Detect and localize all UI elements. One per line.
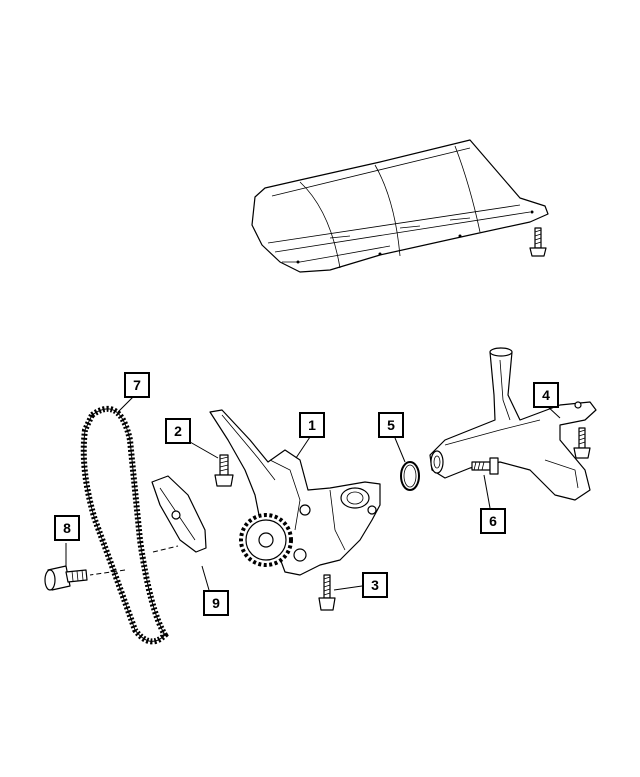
chain-tensioner xyxy=(151,475,207,553)
callout-8: 8 xyxy=(54,515,80,541)
oil-pump xyxy=(209,409,381,576)
callout-9: 9 xyxy=(203,590,229,616)
callout-2: 2 xyxy=(165,418,191,444)
pump-bolt xyxy=(318,574,336,611)
oil-pan-baffle xyxy=(251,139,549,273)
callout-3: 3 xyxy=(362,572,388,598)
callout-4: 4 xyxy=(533,382,559,408)
callout-7: 7 xyxy=(124,372,150,398)
tube-bolt-right xyxy=(573,427,591,459)
tensioner-bolt xyxy=(214,454,234,487)
oil-pump-sprocket xyxy=(239,513,293,567)
baffle-bolt xyxy=(529,227,547,257)
callout-5: 5 xyxy=(378,412,404,438)
o-ring xyxy=(400,461,420,491)
oil-pickup-tube xyxy=(429,347,597,501)
sprocket-bolt xyxy=(44,565,88,591)
callout-1: 1 xyxy=(299,412,325,438)
callout-6: 6 xyxy=(480,508,506,534)
tube-bolt xyxy=(471,457,499,475)
leader-lines xyxy=(65,393,561,591)
timing-chain xyxy=(80,405,169,645)
